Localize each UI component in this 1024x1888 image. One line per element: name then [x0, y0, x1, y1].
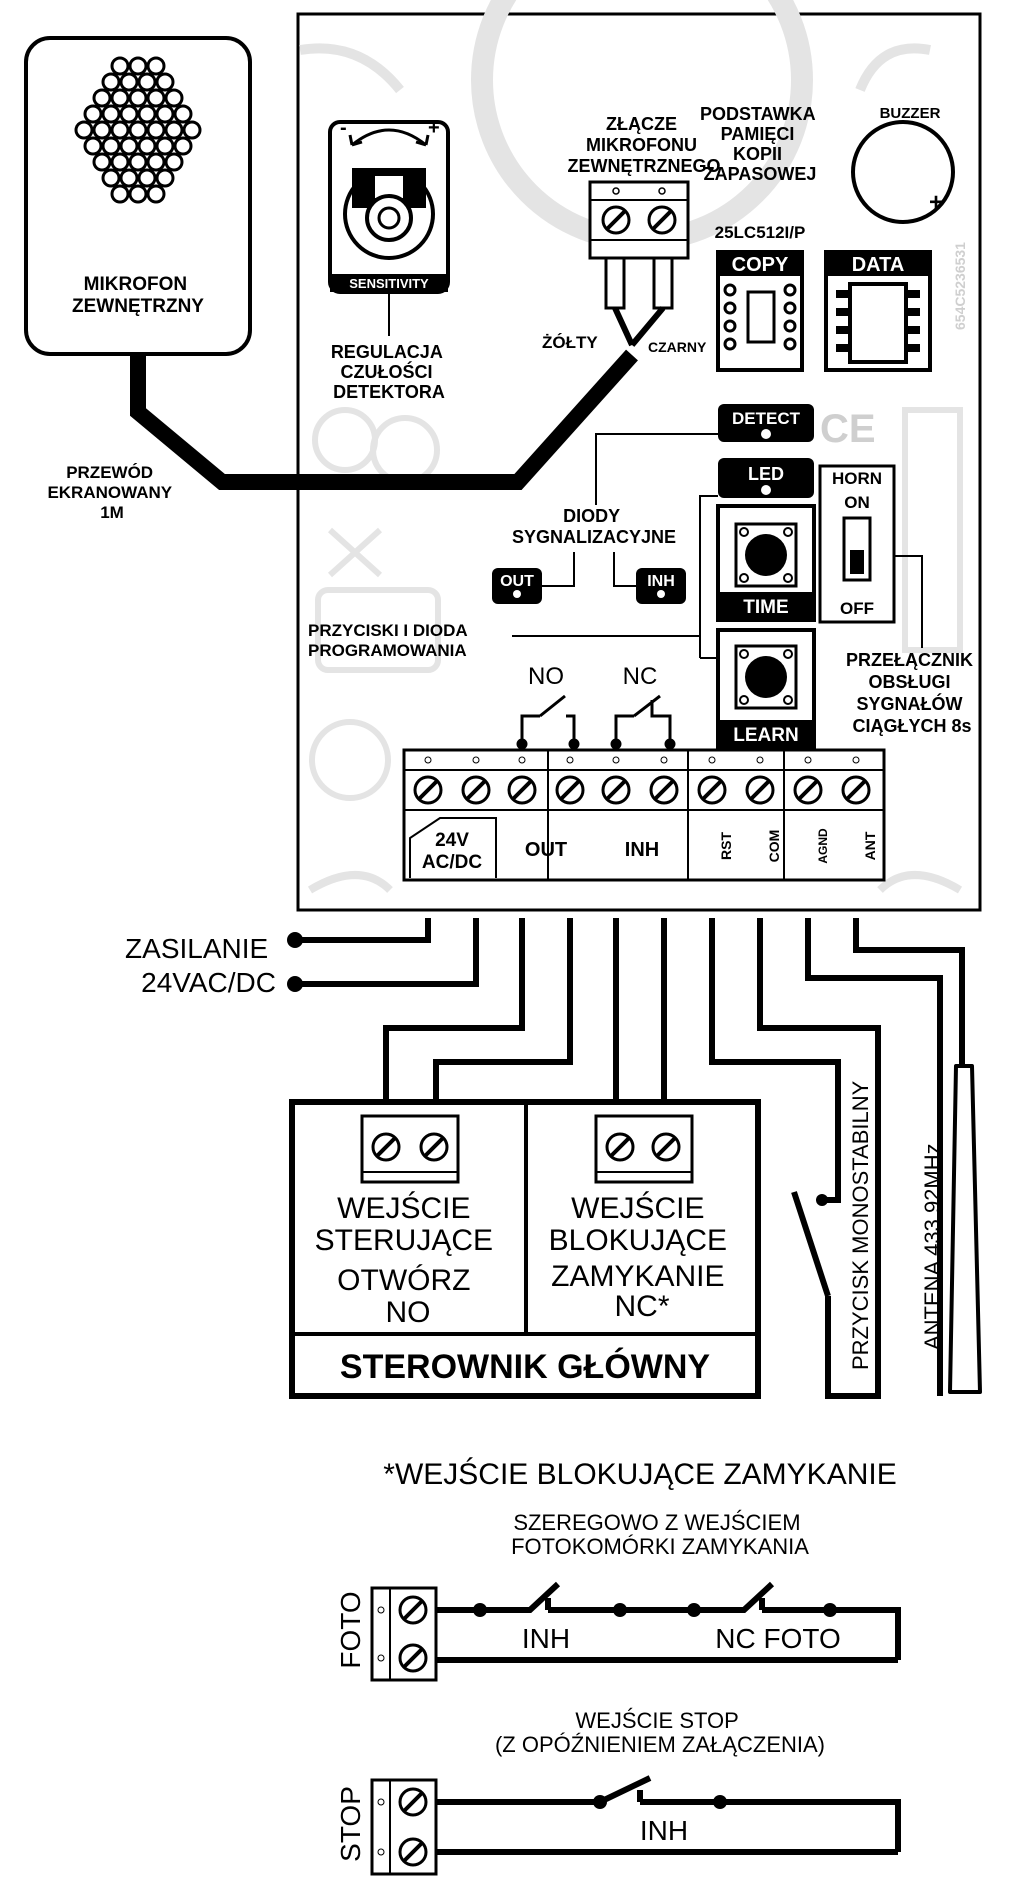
relay-no-symbol — [516, 694, 580, 750]
controller-right-label: WEJŚCIE BLOKUJĄCE ZAMYKANIE NC* — [549, 1191, 736, 1323]
learn-button-label: LEARN — [733, 725, 798, 746]
note-title: *WEJŚCIE BLOKUJĄCE ZAMYKANIE — [383, 1457, 896, 1491]
controller-right-terminal — [594, 1114, 694, 1184]
terminal-block — [402, 748, 886, 882]
power-label: ZASILANIE 24VAC/DC — [125, 933, 276, 998]
led-indicator-label: LED — [748, 464, 784, 484]
monostable-button-label: PRZYCISK MONOSTABILNY — [848, 1080, 873, 1370]
sensitivity-caption: REGULACJA CZUŁOŚCI DETEKTORA — [331, 342, 447, 402]
copy-label: COPY — [732, 254, 789, 276]
controller-left-label: WEJŚCIE STERUJĄCE OTWÓRZ NO — [315, 1191, 502, 1329]
leds-leader-lines — [512, 433, 718, 659]
leds-caption: DIODY SYGNALIZACYJNE — [512, 506, 676, 547]
relay-no-label: NO — [528, 663, 564, 690]
stop-description: WEJŚCIE STOP (Z OPÓŹNIENIEM ZAŁĄCZENIA) — [495, 1708, 825, 1757]
power-wires — [295, 918, 479, 987]
horn-on: ON — [844, 493, 870, 512]
controller-title: STEROWNIK GŁÓWNY — [340, 1348, 711, 1386]
foto-inh-label: INH — [522, 1623, 570, 1654]
led-indicator — [718, 458, 814, 498]
horn-caption: PRZEŁĄCZNIK OBSŁUGI SYGNAŁÓW CIĄGŁYCH 8s — [846, 650, 978, 736]
horn-off: OFF — [840, 599, 874, 618]
foto-nc-label: NC FOTO — [715, 1623, 840, 1654]
stop-terminal — [370, 1778, 438, 1876]
pcb-code: 654C5236531 — [952, 242, 968, 330]
svg-text:OUT: OUT — [525, 839, 567, 861]
data-label: DATA — [852, 254, 905, 276]
control-wires — [383, 918, 965, 1399]
sensitivity-badge — [330, 274, 448, 292]
antenna — [948, 1064, 982, 1394]
wire-black-label: CZARNY — [648, 339, 707, 355]
svg-text:AC/DC: AC/DC — [422, 852, 482, 873]
stop-inh-label: INH — [640, 1815, 688, 1846]
cable-label: PRZEWÓD EKRANOWANY 1M — [47, 463, 176, 522]
inh-led — [636, 568, 686, 604]
relay-nc-symbol — [610, 694, 676, 750]
relay-nc-label: NC — [623, 663, 658, 690]
sensitivity-badge-text: SENSITIVITY — [349, 276, 429, 291]
detect-led-label: DETECT — [732, 409, 801, 428]
terminal-screws[interactable] — [413, 756, 871, 805]
foto-terminal — [370, 1586, 438, 1682]
mic-connector-label: ZŁĄCZE MIKROFONU ZEWNĘTRZNEGO — [568, 114, 721, 176]
foto-side-label: FOTO — [335, 1591, 366, 1668]
buttons-caption: PRZYCISKI I DIODA PROGRAMOWANIA — [308, 621, 472, 660]
pot-plus: + — [428, 117, 440, 139]
monostable-switch-contact — [791, 1191, 831, 1297]
memory-socket-label: PODSTAWKA PAMIĘCI KOPII ZAPASOWEJ — [700, 104, 820, 184]
buzzer-label: BUZZER — [880, 105, 941, 122]
rotate-arrow-icon — [351, 128, 427, 147]
pot-minus: - — [340, 117, 347, 139]
svg-text:AGND: AGND — [816, 828, 830, 864]
inh-led-label: INH — [647, 573, 675, 590]
controller-left-terminal — [360, 1114, 460, 1184]
buzzer-plus: + — [929, 189, 943, 216]
svg-text:24V: 24V — [435, 830, 469, 851]
time-button-label: TIME — [743, 597, 788, 618]
shielded-cable — [130, 349, 638, 490]
external-mic-label: MIKROFON ZEWNĘTRZNY — [72, 274, 204, 317]
svg-text:ANT: ANT — [862, 831, 878, 860]
foto-description: SZEREGOWO Z WEJŚCIEM FOTOKOMÓRKI ZAMYKAN… — [511, 1510, 809, 1559]
svg-text:COM: COM — [766, 830, 782, 863]
buzzer — [851, 120, 955, 224]
out-led — [492, 568, 542, 604]
out-led-label: OUT — [500, 573, 534, 590]
stop-side-label: STOP — [335, 1786, 366, 1862]
wire-yellow-label: ŻÓŁTY — [542, 333, 598, 352]
horn-leader-line — [894, 555, 923, 648]
terminal-labels: 24V AC/DC OUT INH RST COM AGND ANT — [422, 828, 878, 873]
mic-grille-icon — [74, 56, 202, 204]
ce-mark-icon: CE — [820, 407, 876, 451]
memory-chip-name: 25LC512I/P — [715, 223, 806, 242]
svg-text:INH: INH — [625, 839, 659, 861]
horn-title: HORN — [832, 469, 882, 488]
svg-text:RST: RST — [718, 832, 734, 860]
antenna-label: ANTENA 433.92MHz — [920, 1143, 945, 1350]
detect-led — [718, 404, 814, 442]
